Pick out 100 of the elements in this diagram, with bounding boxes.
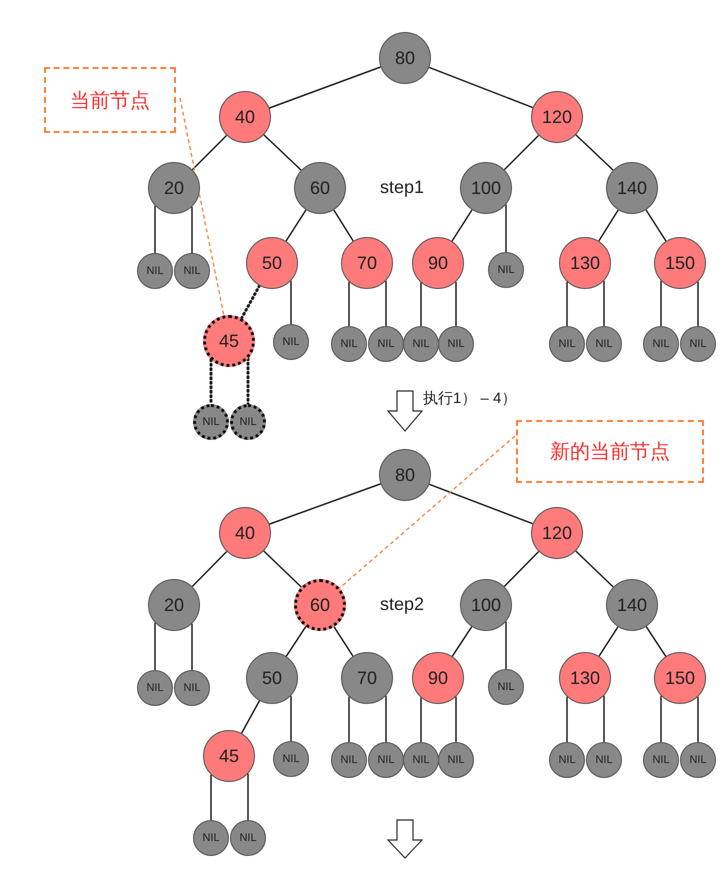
tree-edge [566, 696, 568, 742]
tree-edge [269, 66, 381, 109]
tree-node-circle: 45 [203, 730, 255, 782]
nil-leaf-circle: NIL [643, 742, 679, 778]
tree-edge [603, 696, 605, 742]
tree-node-circle: 120 [531, 507, 583, 559]
tree-node-circle: 50 [246, 652, 298, 704]
tree-node-circle: 50 [246, 237, 298, 289]
tree-node-circle: 90 [412, 237, 464, 289]
nil-leaf-circle: NIL [403, 326, 439, 362]
tree-edge [192, 550, 228, 588]
tree-node-circle: 150 [654, 652, 706, 704]
tree-edge [420, 698, 422, 742]
tree-edge [455, 282, 457, 326]
callout-box: 当前节点 [44, 67, 176, 133]
tree-node-circle: 130 [559, 237, 611, 289]
tree-edge [269, 483, 381, 525]
nil-leaf-circle: NIL [368, 326, 404, 362]
tree-node-circle: 60 [294, 162, 346, 214]
tree-edge [566, 282, 568, 326]
tree-edge [263, 134, 302, 171]
nil-leaf-circle: NIL [549, 742, 585, 778]
tree-edge [504, 134, 540, 170]
nil-leaf-circle: NIL [331, 326, 367, 362]
tree-edge [210, 774, 212, 820]
tree-edge [154, 206, 156, 253]
nil-leaf-circle: NIL [230, 404, 266, 440]
edge-label: 执行1） – 4） [423, 389, 516, 408]
nil-leaf-circle: NIL [174, 670, 210, 706]
tree-edge [192, 134, 228, 170]
tree-edge [263, 550, 302, 588]
nil-leaf-circle: NIL [368, 742, 404, 778]
tree-node-circle: 45 [203, 315, 255, 367]
nil-leaf-circle: NIL [403, 742, 439, 778]
tree-edge [348, 696, 350, 742]
nil-leaf-circle: NIL [680, 742, 716, 778]
tree-edge [385, 696, 387, 742]
nil-leaf-circle: NIL [331, 742, 367, 778]
tree-node-circle: 100 [460, 162, 512, 214]
callout-box: 新的当前节点 [516, 420, 704, 483]
tree-node-circle: 100 [460, 579, 512, 631]
nil-leaf-circle: NIL [174, 253, 210, 289]
tree-edge [290, 280, 292, 324]
tree-node-circle: 120 [531, 91, 583, 143]
tree-edge [598, 210, 619, 242]
tree-node-circle: 140 [606, 579, 658, 631]
tree-edge [191, 206, 193, 253]
tree-node-circle: 70 [341, 652, 393, 704]
tree-node-circle: 80 [379, 449, 431, 501]
tree-edge [603, 280, 605, 326]
nil-leaf-circle: NIL [273, 324, 309, 360]
tree-edge [452, 626, 472, 657]
block-arrow [386, 390, 424, 432]
nil-leaf-circle: NIL [438, 742, 474, 778]
tree-edge [429, 484, 533, 524]
tree-edge [645, 210, 667, 242]
nil-leaf-circle: NIL [586, 326, 622, 362]
tree-edge [660, 696, 662, 742]
tree-edge [246, 357, 250, 406]
tree-edge [505, 204, 507, 252]
tree-node-circle: 140 [606, 162, 658, 214]
nil-leaf-circle: NIL [549, 326, 585, 362]
nil-leaf-circle: NIL [680, 326, 716, 362]
tree-edge [598, 626, 619, 657]
tree-node-circle: 90 [412, 652, 464, 704]
nil-leaf-circle: NIL [643, 326, 679, 362]
tree-edge [286, 626, 306, 657]
nil-leaf-circle: NIL [230, 820, 266, 856]
tree-edge [290, 696, 292, 741]
nil-leaf-circle: NIL [438, 326, 474, 362]
tree-edge [646, 626, 666, 657]
leader-line [179, 98, 224, 316]
tree-edge [428, 66, 534, 108]
tree-edge [504, 550, 540, 588]
nil-leaf-circle: NIL [193, 820, 229, 856]
tree-node-circle: 130 [559, 652, 611, 704]
tree-edge [210, 358, 212, 406]
tree-node-circle: 40 [219, 507, 271, 559]
tree-node-circle: 40 [219, 91, 271, 143]
tree-edge [154, 622, 156, 670]
tree-node-circle: 150 [654, 237, 706, 289]
tree-edge [191, 624, 193, 670]
step-label: step2 [380, 594, 424, 615]
nil-leaf-circle: NIL [137, 670, 173, 706]
tree-edge [348, 282, 350, 326]
tree-edge [247, 774, 249, 820]
tree-node-circle: 20 [148, 162, 200, 214]
tree-edge [660, 280, 662, 326]
step-label: step1 [380, 177, 424, 198]
tree-node-circle: 20 [148, 579, 200, 631]
tree-edge [240, 700, 260, 734]
tree-node-circle: 70 [341, 237, 393, 289]
tree-node-circle: 80 [379, 32, 431, 84]
leader-line [339, 436, 516, 588]
tree-edge [333, 210, 354, 242]
tree-edge [505, 622, 507, 669]
tree-edge [697, 696, 699, 742]
tree-edge [697, 282, 699, 326]
nil-leaf-circle: NIL [488, 669, 524, 705]
nil-leaf-circle: NIL [193, 404, 229, 440]
